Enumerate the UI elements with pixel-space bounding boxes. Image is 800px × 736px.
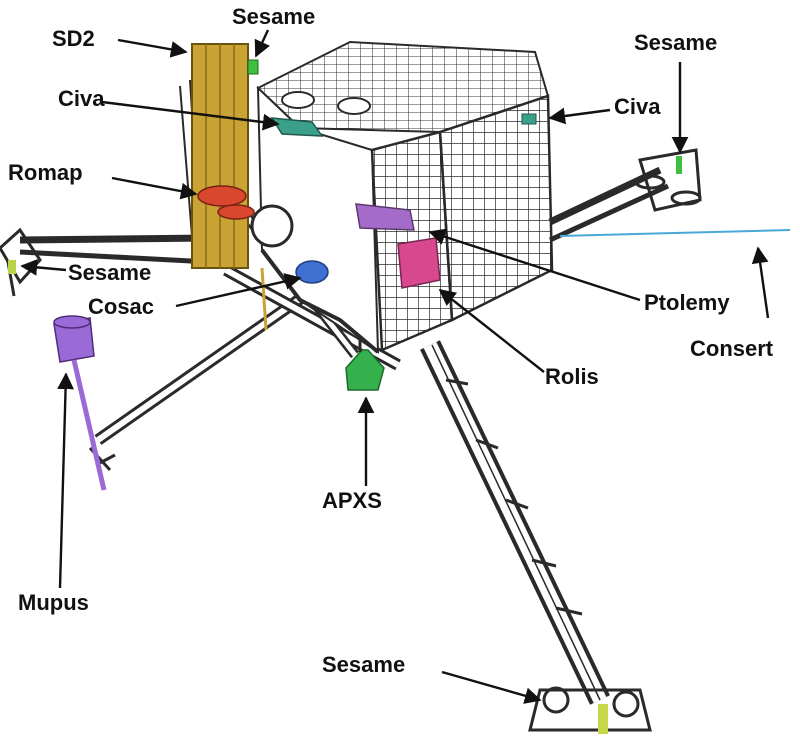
apxs-instrument [345,349,385,391]
sesame-left-sensor [8,260,16,274]
label-consert: Consert [690,336,774,361]
label-apxs: APXS [322,488,382,513]
label-rolis: Rolis [545,364,599,389]
cosac-port [250,204,294,248]
label-mupus: Mupus [18,590,89,615]
pointer-rolis [438,288,545,373]
pointer-cosac [175,273,302,308]
pointer-ptolemy [428,228,641,302]
lander-body [53,40,791,491]
pointer-sesame-left [20,259,67,276]
right-solar-panel [438,94,554,322]
pointer-civa-left [101,100,280,131]
consert-antenna [559,229,791,237]
label-pointers [20,29,770,704]
label-sesame-left: Sesame [68,260,152,285]
cosac-instrument [295,260,329,284]
rolis-camera [355,203,415,231]
label-cosac: Cosac [88,294,155,319]
top-port-1 [281,91,315,109]
pointer-sesame-bottom [441,670,542,704]
mupus-penetrator [53,315,107,491]
pointer-sd2 [117,38,188,58]
label-civa-left: Civa [58,86,105,111]
civa-right-camera [521,113,537,125]
pointer-consert [751,246,770,319]
pointer-mupus [57,372,74,589]
label-romap: Romap [8,160,83,185]
label-civa-right: Civa [614,94,661,119]
label-sesame-bottom: Sesame [322,652,406,677]
front-solar-panel [370,130,454,352]
front-leg [420,340,652,734]
romap-instrument [197,185,247,207]
pointer-sesame-top [254,29,270,58]
sesame-top-sensor [247,59,259,75]
label-ptolemy: Ptolemy [644,290,730,315]
label-sd2: SD2 [52,26,95,51]
label-sesame-top: Sesame [232,4,316,29]
pointer-romap [111,176,198,200]
ptolemy-instrument [397,237,441,289]
pointer-civa-right [548,107,611,125]
right-leg [548,148,702,243]
landing-legs [0,148,702,734]
sesame-bottom-sensor [598,704,608,734]
label-sesame-right: Sesame [634,30,718,55]
left-leg [0,227,211,297]
top-port-2 [337,97,371,115]
sesame-right-sensor [676,156,682,174]
